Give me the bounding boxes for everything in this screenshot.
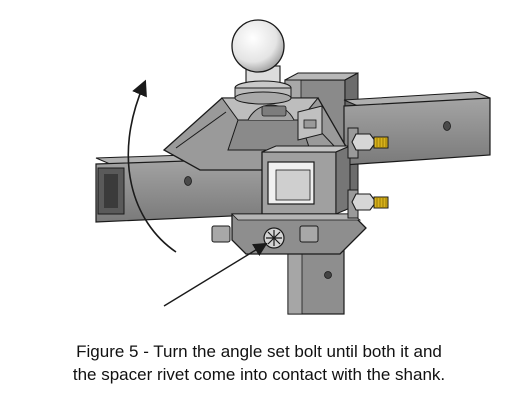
caption-line-1: Figure 5 - Turn the angle set bolt until… (76, 342, 442, 361)
figure-caption: Figure 5 - Turn the angle set bolt until… (0, 340, 518, 386)
curved-arrow-icon (127, 79, 177, 253)
leader-arrow-icon (163, 242, 268, 307)
angle-set-bolt-head (263, 227, 285, 249)
hitch-ball (231, 19, 292, 105)
hitch-illustration (95, 19, 491, 315)
right-receiver-tube (343, 91, 491, 166)
lower-mounting-plate (211, 213, 367, 255)
caption-line-2: the spacer rivet come into contact with … (72, 365, 446, 384)
front-socket-block (261, 145, 351, 215)
upper-side-bolt (347, 127, 389, 159)
lower-side-bolt (347, 189, 389, 219)
